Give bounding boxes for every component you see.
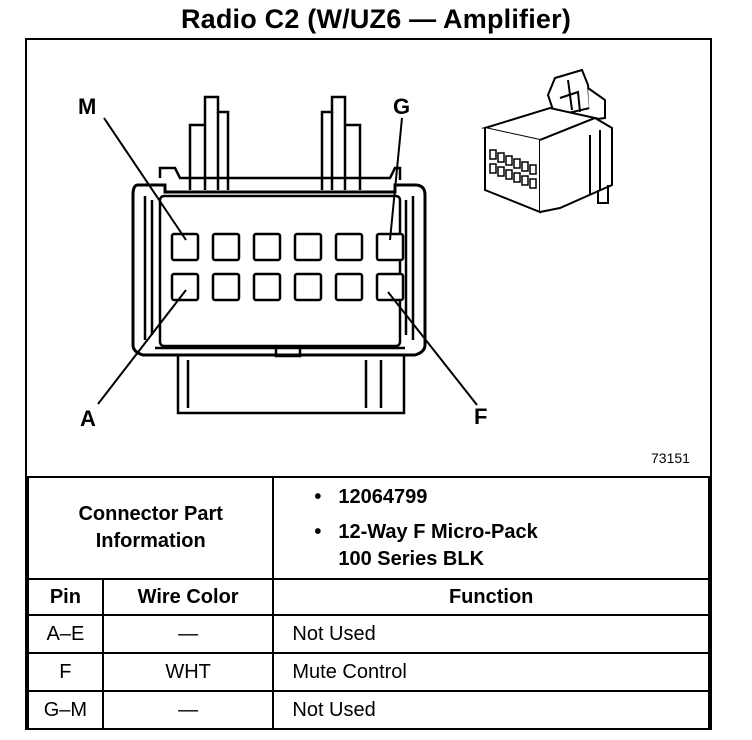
connector-info-label-line1: Connector Part [78, 503, 223, 525]
isometric-cavity [529, 164, 537, 175]
part-number: 12064799 [338, 485, 428, 508]
row-function: Mute Control [272, 652, 710, 692]
top-latch-right [320, 95, 362, 190]
connector-info-row: Connector Part Information • 12064799 • 12… [26, 476, 710, 580]
cavity [211, 272, 241, 302]
inner-face [158, 194, 402, 348]
row-wire-color: — [101, 614, 275, 654]
cavity [334, 232, 364, 262]
connector-info-values: • 12064799 • 12-Way F Micro-Pack 100 Serie… [272, 476, 710, 580]
header-function: Function [272, 578, 710, 616]
leader-f [387, 291, 478, 406]
isometric-cavity [489, 149, 497, 160]
pin-label-m: M [78, 94, 96, 119]
connector-isometric [481, 68, 613, 214]
pin-label-a: A [80, 406, 96, 431]
header-row: Pin Wire Color Function [27, 578, 710, 616]
top-rail [158, 166, 402, 180]
isometric-cavity [497, 166, 505, 177]
cavity [375, 272, 405, 302]
bullet-part-number: • [314, 485, 322, 508]
cavity [334, 272, 364, 302]
table-row: G–M — Not Used [27, 690, 710, 730]
table-row: A–E — Not Used [27, 614, 710, 654]
pin-label-g: G [393, 94, 410, 119]
pin-label-f: F [474, 404, 487, 429]
connector-info-label: Connector Part Information [26, 476, 275, 580]
leader-m [103, 117, 187, 241]
cavity [293, 232, 323, 262]
page-title: Radio C2 (W/UZ6 — Amplifier) [180, 4, 572, 34]
lower-body-ribs [186, 360, 383, 408]
cavity [252, 232, 282, 262]
header-wire-color: Wire Color [101, 578, 275, 616]
table-row: F WHT Mute Control [27, 652, 710, 692]
isometric-cavity [529, 178, 537, 189]
row-function: Not Used [272, 614, 710, 654]
row-pin: A–E [27, 614, 104, 654]
connector-diagram: M G A F 73151 [78, 68, 690, 466]
isometric-cavity [513, 172, 521, 183]
isometric-cavity [505, 169, 513, 180]
outer-housing [131, 183, 427, 357]
isometric-cavity [505, 155, 513, 166]
description-line2: 100 Series BLK [338, 547, 485, 570]
cavity [211, 232, 241, 262]
bullet-description: • [314, 520, 322, 543]
header-pin: Pin [27, 578, 104, 616]
row-pin: G–M [27, 690, 104, 730]
row-wire-color: — [101, 690, 275, 730]
top-latch-left [188, 95, 230, 190]
bottom-key [155, 346, 405, 358]
figure-number: 73151 [651, 450, 690, 466]
connector-table: Connector Part Information • 12064799 • 12… [26, 476, 710, 730]
connector-info-label-line2: Information [95, 530, 206, 552]
side-rib-left [143, 196, 154, 340]
lower-body [176, 356, 406, 415]
row-wire-color: WHT [101, 652, 275, 692]
side-rib-right [404, 196, 415, 340]
row-pin: F [27, 652, 104, 692]
isometric-cavity [513, 158, 521, 169]
isometric-cavities [489, 149, 537, 189]
cavity-grid [170, 232, 405, 302]
cavity [252, 272, 282, 302]
cavity [170, 272, 200, 302]
leader-a [97, 289, 187, 405]
isometric-cavity [521, 175, 529, 186]
leader-g [389, 117, 403, 241]
description-line1: 12-Way F Micro-Pack [338, 520, 538, 543]
isometric-cavity [521, 161, 529, 172]
isometric-cavity [489, 163, 497, 174]
cavity [293, 272, 323, 302]
row-function: Not Used [272, 690, 710, 730]
isometric-cavity [497, 152, 505, 163]
diagram-frame [25, 38, 712, 730]
cavity [170, 232, 200, 262]
